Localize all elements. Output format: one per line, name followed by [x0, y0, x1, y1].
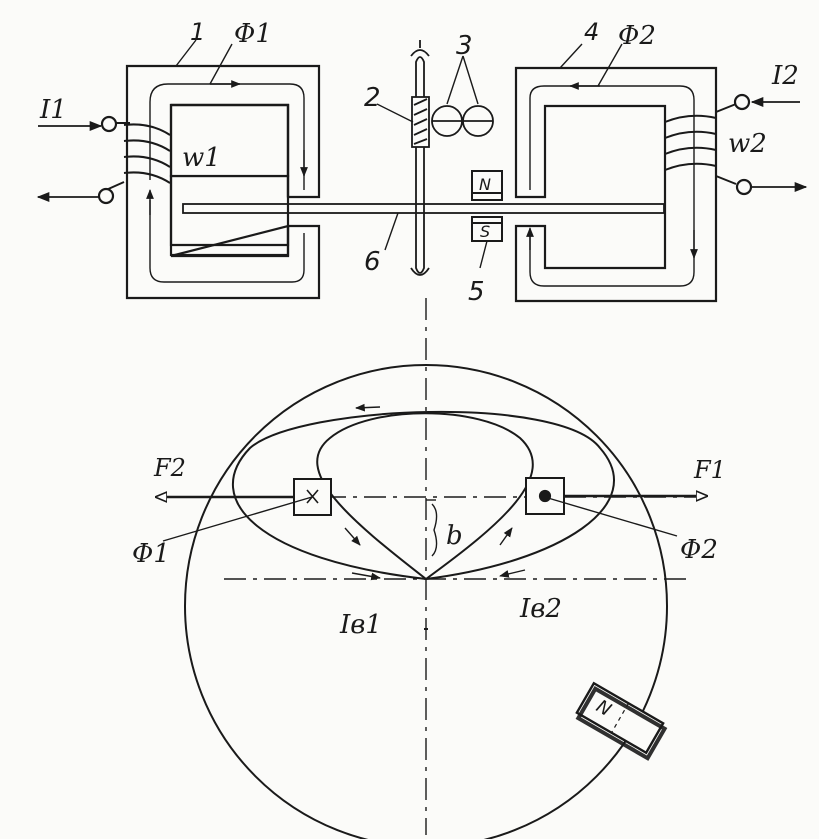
label-current-1: I1 [39, 95, 67, 125]
label-part-2: 2 [364, 83, 381, 113]
label-magnet-n: N [479, 175, 491, 194]
label-flux-2-plan: Φ2 [680, 535, 718, 565]
gears [431, 55, 494, 137]
right-core [514, 66, 718, 303]
leader-lines-top [175, 39, 623, 269]
brake-magnet [471, 170, 503, 242]
label-flux-1-top: Φ1 [234, 19, 272, 49]
disk-circle [184, 364, 668, 839]
flux2-leader [547, 497, 678, 537]
right-terminals [733, 93, 808, 196]
label-magnet-s: S [480, 222, 490, 241]
left-core-window [170, 103, 290, 258]
label-eddy-1: Iв1 [339, 610, 382, 640]
right-flux-path [529, 85, 695, 287]
label-part-5: 5 [468, 277, 485, 307]
left-coil [105, 122, 171, 191]
flux1-leader [162, 496, 313, 542]
label-eddy-2: Iв2 [519, 594, 562, 624]
pole-square-left [293, 478, 332, 516]
label-force-1: F1 [693, 456, 726, 484]
label-part-3: 3 [456, 31, 473, 61]
left-core [125, 64, 321, 300]
eddy-arrow-top [355, 403, 381, 412]
label-force-2: F2 [153, 454, 186, 482]
label-current-2: I2 [771, 61, 799, 91]
pole-square-right [525, 477, 565, 515]
label-part-4: 4 [584, 18, 599, 46]
inner-eddy-loop [316, 412, 534, 581]
label-part-1: 1 [190, 18, 205, 46]
eddy-arrow-bottom-right [499, 569, 526, 578]
right-coil [664, 103, 737, 185]
eddy-arrow-bottom-left [351, 572, 381, 581]
label-winding-2: w2 [728, 129, 767, 159]
disk-magnet [575, 681, 668, 761]
label-part-6: 6 [364, 247, 381, 277]
eddy-arrow-inner-left [344, 527, 361, 546]
left-terminals [36, 115, 118, 205]
eddy-arrow-inner-right [499, 527, 513, 546]
label-flux-1-plan: Φ1 [132, 539, 170, 569]
label-winding-1: w1 [182, 143, 221, 173]
dimension-b [426, 499, 438, 557]
label-flux-2-top: Φ2 [618, 21, 656, 51]
axle [410, 40, 430, 276]
label-distance-b: b [446, 521, 463, 551]
text-labels: 1 Φ1 2 3 4 Φ2 I1 I2 w1 w2 N S 6 5 F2 F1 … [39, 18, 799, 721]
